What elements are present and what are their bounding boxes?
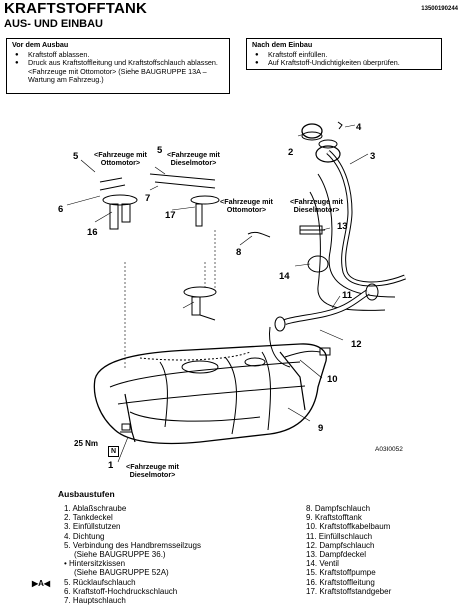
filler-neck-drawing	[309, 145, 406, 311]
after-installation-item: Auf Kraftstoff-Undichtigkeiten überprüfe…	[255, 59, 436, 68]
list-item: 5. Verbindung des Handbremsseilzugs	[64, 540, 201, 550]
before-removal-list: Kraftstoff ablassen. Druck aus Kraftstof…	[12, 50, 224, 85]
after-installation-box: Nach dem Einbau Kraftstoff einfüllen. Au…	[246, 38, 442, 70]
list-item: 5. Rücklaufschlauch	[64, 577, 136, 587]
callout-1: 1	[108, 460, 114, 471]
after-installation-list: Kraftstoff einfüllen. Auf Kraftstoff-Und…	[252, 50, 436, 68]
note-line: <Fahrzeuge mit Ottomotor>	[94, 150, 147, 168]
list-item: 1. Ablaßschraube	[64, 504, 127, 513]
callout-11: 11	[342, 290, 353, 301]
list-item: 15. Kraftstoffpumpe	[306, 568, 376, 578]
callout-9: 9	[318, 423, 324, 434]
list-item: 4. Dichtung	[64, 531, 105, 541]
list-item: 6. Kraftstoff-Hochdruckschlauch	[64, 586, 178, 596]
parts-list-left: 1. Ablaßschraube 2. Tankdeckel 3. Einfül…	[64, 504, 201, 605]
page-subtitle: AUS- UND EINBAU	[4, 18, 103, 30]
fuel-sender-drawing	[183, 286, 217, 321]
list-item: (Siehe BAUGRUPPE 36.)	[74, 550, 166, 560]
list-item: 10. Kraftstoffkabelbaum	[306, 522, 391, 532]
before-removal-item: Druck aus Kraftstoffleitung und Kraftsto…	[15, 58, 224, 85]
note-otto-mid: <Fahrzeuge mit Ottomotor>	[220, 197, 273, 215]
note-diesel-top: <Fahrzeuge mit Dieselmotor>	[167, 150, 220, 168]
callout-16: 17	[165, 210, 176, 221]
list-item: 16. Kraftstoffleitung	[306, 577, 375, 587]
fuel-tank-drawing	[93, 343, 327, 445]
list-item: 17. Kraftstoffstandgeber	[306, 586, 392, 596]
callout-12: 12	[351, 339, 362, 350]
note-diesel-bottom: <Fahrzeuge mit Dieselmotor>	[126, 462, 179, 480]
callout-2: 2	[288, 147, 294, 158]
list-item: (Siehe BAUGRUPPE 52A)	[74, 568, 169, 578]
torque-spec: 25 Nm	[74, 439, 99, 448]
callout-5-otto: 5	[73, 151, 79, 162]
figure-id: A03I0052	[375, 446, 403, 453]
before-removal-heading: Vor dem Ausbau	[12, 40, 69, 49]
list-item: 11. Einfüllschlauch	[306, 531, 373, 541]
callout-14: 14	[279, 271, 290, 282]
n-label: N	[108, 446, 120, 457]
fuel-pump-drawing	[99, 177, 138, 230]
list-item: 12. Dampfschlauch	[306, 540, 375, 550]
marker-a: ▶A◀	[32, 579, 51, 588]
list-item: 9. Kraftstofftank	[306, 513, 362, 523]
callout-7: 7	[145, 193, 151, 204]
note-line: <Fahrzeuge mit Dieselmotor>	[126, 462, 179, 480]
list-item: 3. Einfüllstutzen	[64, 522, 121, 532]
list-item: 8. Dampfschlauch	[306, 504, 371, 513]
list-item: 13. Dampfdeckel	[306, 550, 367, 560]
note-line: <Fahrzeuge mit Dieselmotor>	[290, 197, 343, 215]
callout-5-diesel: 5	[157, 145, 163, 156]
callout-13: 13	[337, 221, 348, 232]
parts-list-heading: Ausbaustufen	[58, 489, 115, 499]
callout-4: 4	[356, 122, 362, 133]
note-diesel-right: <Fahrzeuge mit Dieselmotor>	[290, 197, 343, 215]
fuel-tank-exploded-diagram	[66, 121, 406, 463]
page-title: KRAFTSTOFFTANK	[4, 0, 148, 17]
note-line: <Fahrzeuge mit Dieselmotor>	[167, 150, 220, 168]
callout-15: 16	[87, 227, 98, 238]
before-removal-item: Kraftstoff ablassen.	[15, 50, 224, 60]
fuel-line-drawing	[149, 173, 220, 227]
callout-6: 6	[58, 204, 64, 215]
note-otto-left: <Fahrzeuge mit Ottomotor>	[94, 150, 147, 168]
document-id: 13500190244	[421, 6, 458, 12]
list-item: • Hintersitzkissen	[64, 559, 126, 569]
after-installation-heading: Nach dem Einbau	[252, 40, 313, 49]
callout-10: 10	[327, 374, 338, 385]
before-removal-box: Vor dem Ausbau Kraftstoff ablassen. Druc…	[6, 38, 230, 94]
callout-3: 3	[370, 151, 376, 162]
parts-list-right: 8. Dampfschlauch 9. Kraftstofftank 10. K…	[306, 504, 391, 596]
after-installation-item: Kraftstoff einfüllen.	[255, 50, 436, 60]
note-line: <Fahrzeuge mit Ottomotor>	[220, 197, 273, 215]
list-item: 14. Ventil	[306, 559, 339, 569]
callout-8: 8	[236, 247, 242, 258]
fuel-cap-drawing	[301, 121, 343, 149]
leader-lines	[66, 124, 369, 463]
list-item: 2. Tankdeckel	[64, 513, 113, 523]
